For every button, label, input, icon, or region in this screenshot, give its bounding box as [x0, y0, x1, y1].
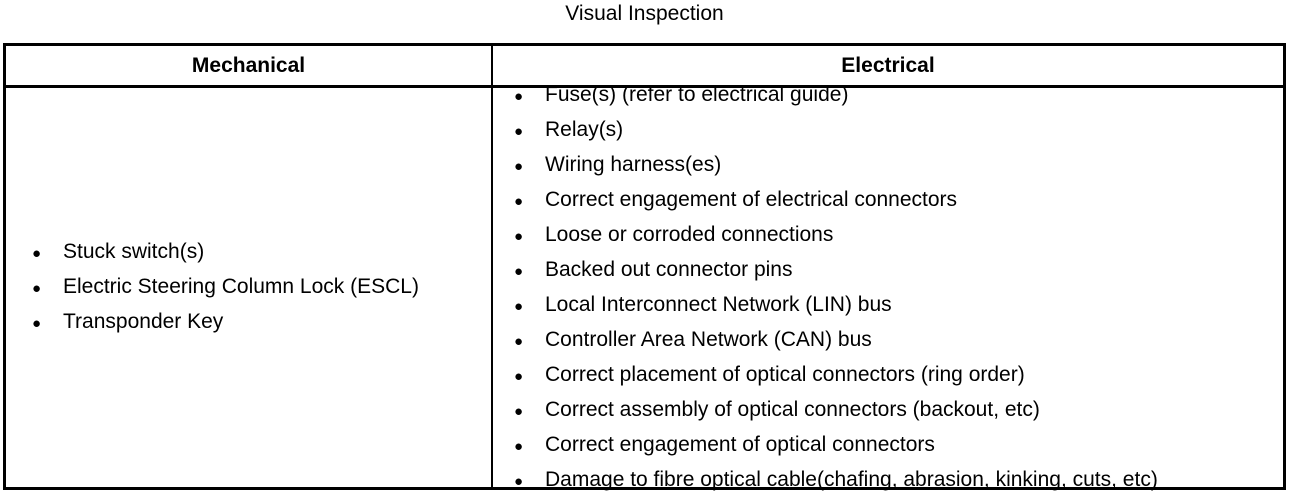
bullet-icon: ● — [514, 297, 524, 315]
bullet-icon: ● — [32, 245, 42, 262]
bullet-icon: ● — [514, 402, 524, 420]
list-item: ● Wiring harness(es) — [514, 148, 1283, 183]
bullet-icon: ● — [32, 315, 42, 332]
table-header-row: Mechanical Electrical — [6, 46, 1283, 88]
list-item: ● Damage to fibre optical cable(chafing, … — [514, 463, 1283, 498]
electrical-list: ● Fuse(s) (refer to electrical guide) ● Re… — [493, 78, 1283, 498]
list-item: ● Controller Area Network (CAN) bus — [514, 323, 1283, 358]
list-item: ● Correct engagement of optical connector… — [514, 428, 1283, 463]
bullet-icon: ● — [514, 472, 524, 490]
list-item-text: Correct assembly of optical connectors (… — [545, 397, 1040, 421]
mechanical-cell: ● Stuck switch(s) ● Electric Steering Colu… — [6, 88, 493, 487]
list-item-text: Correct placement of optical connectors … — [545, 362, 1025, 386]
list-item-text: Loose or corroded connections — [545, 222, 834, 246]
list-item: ● Electric Steering Column Lock (ESCL) — [32, 270, 491, 305]
list-item-text: Damage to fibre optical cable(chafing, a… — [545, 467, 1158, 491]
bullet-icon: ● — [514, 332, 524, 350]
list-item-text: Correct engagement of optical connectors — [545, 432, 935, 456]
list-item-text: Local Interconnect Network (LIN) bus — [545, 292, 892, 316]
bullet-icon: ● — [514, 122, 524, 140]
list-item-text: Electric Steering Column Lock (ESCL) — [63, 275, 419, 298]
list-item: ● Fuse(s) (refer to electrical guide) — [514, 78, 1283, 113]
bullet-icon: ● — [514, 87, 524, 105]
list-item: ● Transponder Key — [32, 305, 491, 340]
bullet-icon: ● — [514, 192, 524, 210]
column-header-mechanical: Mechanical — [6, 46, 493, 85]
list-item: ● Stuck switch(s) — [32, 235, 491, 270]
bullet-icon: ● — [514, 157, 524, 175]
table-body-row: ● Stuck switch(s) ● Electric Steering Colu… — [6, 83, 1283, 491]
list-item-text: Wiring harness(es) — [545, 152, 722, 176]
list-item-text: Correct engagement of electrical connect… — [545, 187, 958, 211]
bullet-icon: ● — [32, 280, 42, 297]
page-title: Visual Inspection — [565, 2, 724, 25]
bullet-icon: ● — [514, 262, 524, 280]
mechanical-list: ● Stuck switch(s) ● Electric Steering Colu… — [6, 235, 491, 340]
list-item-text: Backed out connector pins — [545, 257, 793, 281]
list-item-text: Relay(s) — [545, 117, 624, 141]
list-item: ● Loose or corroded connections — [514, 218, 1283, 253]
column-header-electrical: Electrical — [841, 53, 935, 77]
list-item-text: Fuse(s) (refer to electrical guide) — [545, 82, 849, 106]
visual-inspection-table: Mechanical Electrical ● Stuck switch(s) ●… — [3, 43, 1286, 491]
list-item-text: Stuck switch(s) — [63, 240, 205, 263]
list-item: ● Relay(s) — [514, 113, 1283, 148]
list-item: ● Local Interconnect Network (LIN) bus — [514, 288, 1283, 323]
bullet-icon: ● — [514, 437, 524, 455]
list-item: ● Correct engagement of electrical connec… — [514, 183, 1283, 218]
electrical-cell: ● Fuse(s) (refer to electrical guide) ● Re… — [493, 83, 1283, 491]
list-item: ● Correct assembly of optical connectors … — [514, 393, 1283, 428]
bullet-icon: ● — [514, 227, 524, 245]
list-item-text: Controller Area Network (CAN) bus — [545, 327, 872, 351]
list-item: ● Correct placement of optical connectors… — [514, 358, 1283, 393]
list-item-text: Transponder Key — [63, 310, 224, 333]
bullet-icon: ● — [514, 367, 524, 385]
list-item: ● Backed out connector pins — [514, 253, 1283, 288]
